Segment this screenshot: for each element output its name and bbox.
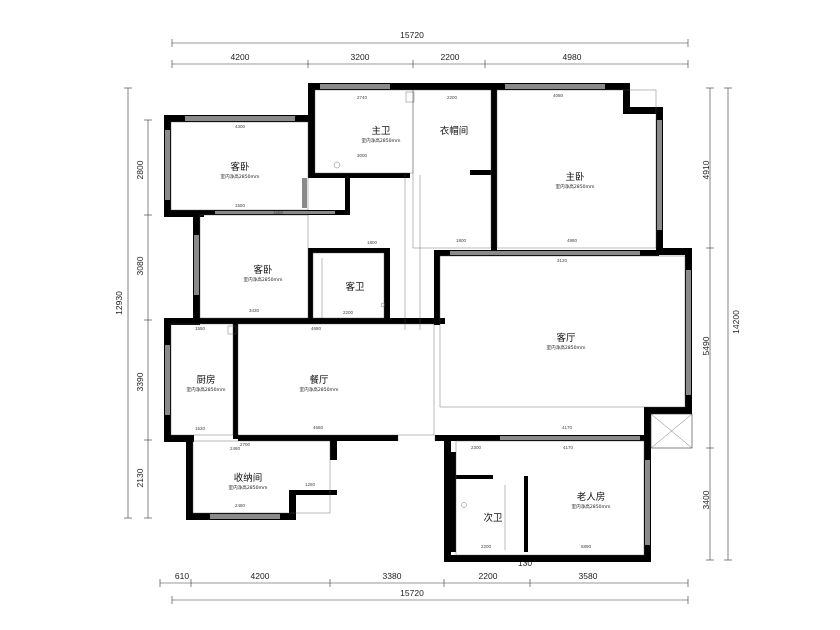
left-dim-4: 2130 <box>135 468 145 487</box>
left-dim-3: 3390 <box>135 372 145 391</box>
interior-lines <box>170 89 693 556</box>
inner-dim: 5890 <box>581 544 592 549</box>
inner-dim: 3000 <box>357 153 368 158</box>
room-elderly-bedroom-note: 室内净高2850mm <box>571 503 611 510</box>
room-elderly-bedroom: 老人房 <box>577 491 606 503</box>
inner-dim: 3120 <box>557 258 568 263</box>
left-total-dim: 12930 <box>114 291 124 315</box>
left-dim-2: 3080 <box>135 256 145 275</box>
room-kitchen-note: 室内净高2850mm <box>186 386 226 393</box>
room-master-bedroom: 主卧 <box>565 171 585 183</box>
room-guest-bedroom-1-note: 室内净高2850mm <box>220 173 260 180</box>
right-dim-2: 5490 <box>701 336 711 355</box>
room-master-bedroom-note: 室内净高2850mm <box>555 183 595 190</box>
right-dimension-lines: 4910 5490 3400 14200 <box>701 87 741 561</box>
room-kitchen: 厨房 <box>196 374 215 386</box>
room-guest-bedroom-2: 客卧 <box>253 264 273 276</box>
top-dim-3: 2200 <box>441 52 460 62</box>
bottom-dim-1: 610 <box>175 571 189 581</box>
room-second-bath: 次卫 <box>483 512 503 524</box>
inner-dim: 2740 <box>357 95 368 100</box>
room-dining-room-note: 室内净高2850mm <box>299 386 339 393</box>
top-dim-4: 4980 <box>563 52 582 62</box>
room-guest-bedroom-2-note: 室内净高2850mm <box>243 276 283 283</box>
top-dimension-lines: 15720 4200 3200 2200 4980 <box>171 30 689 68</box>
bottom-dim-5: 3580 <box>579 571 598 581</box>
inner-dim: 4680 <box>313 425 324 430</box>
inner-dim: 4680 <box>311 326 322 331</box>
bottom-dim-3: 3380 <box>383 571 402 581</box>
room-master-bath-note: 室内净高2850mm <box>361 137 401 144</box>
room-living-room-note: 室内净高2850mm <box>546 344 586 351</box>
bottom-dimension-lines: 610 4200 3380 2200 3580 130 15720 <box>159 558 689 604</box>
inner-dim: 1520 <box>195 426 206 431</box>
inner-dim: 4170 <box>563 445 574 450</box>
top-dim-1: 4200 <box>231 52 250 62</box>
room-labels: 客卧 室内净高2850mm 主卫 室内净高2850mm 衣帽间 主卧 室内净高2… <box>186 125 611 524</box>
inner-dim: 1250 <box>305 482 316 487</box>
right-total-dim: 14200 <box>731 310 741 334</box>
inner-dim: 1580 <box>273 210 284 215</box>
inner-dim: 2700 <box>240 442 251 447</box>
inner-dim: 4300 <box>235 124 246 129</box>
right-dim-3: 3400 <box>701 490 711 509</box>
left-dim-1: 2800 <box>135 160 145 179</box>
inner-dim: 3430 <box>249 308 260 313</box>
walls <box>164 83 692 562</box>
left-dimension-lines: 12930 2800 3080 3390 2130 <box>114 87 152 519</box>
inner-dim: 1800 <box>456 238 467 243</box>
top-dim-2: 3200 <box>351 52 370 62</box>
room-storage: 收纳间 <box>234 472 263 484</box>
room-living-room: 客厅 <box>556 332 576 344</box>
bottom-dim-4: 2200 <box>479 571 498 581</box>
room-guest-bedroom-1: 客卧 <box>230 161 250 173</box>
room-guest-bath: 客卫 <box>345 281 365 293</box>
inner-dim: 2200 <box>343 310 354 315</box>
inner-dimensions: 4300 1550 2740 3000 2200 4080 4980 1800 … <box>195 93 592 549</box>
inner-dim: 1800 <box>367 240 378 245</box>
bottom-dim-2: 4200 <box>251 571 270 581</box>
inner-dim: 4170 <box>562 425 573 430</box>
inner-dim: 2200 <box>481 544 492 549</box>
inner-dim: 2480 <box>230 446 241 451</box>
inner-dim: 2300 <box>471 445 482 450</box>
bottom-total-dim: 15720 <box>400 588 424 598</box>
inner-dim: 2480 <box>235 503 246 508</box>
inner-dim: 1550 <box>195 326 206 331</box>
inner-dim: 2200 <box>447 95 458 100</box>
inner-dim: 4080 <box>553 93 564 98</box>
room-storage-note: 室内净高2850mm <box>228 484 268 491</box>
bottom-dim-130: 130 <box>518 558 532 568</box>
room-walk-in-closet: 衣帽间 <box>440 125 469 137</box>
room-dining-room: 餐厅 <box>309 374 329 386</box>
right-dim-1: 4910 <box>701 160 711 179</box>
room-master-bath: 主卫 <box>371 125 391 137</box>
top-total-dim: 15720 <box>400 30 424 40</box>
inner-dim: 1550 <box>235 203 246 208</box>
inner-dim: 4980 <box>567 238 578 243</box>
